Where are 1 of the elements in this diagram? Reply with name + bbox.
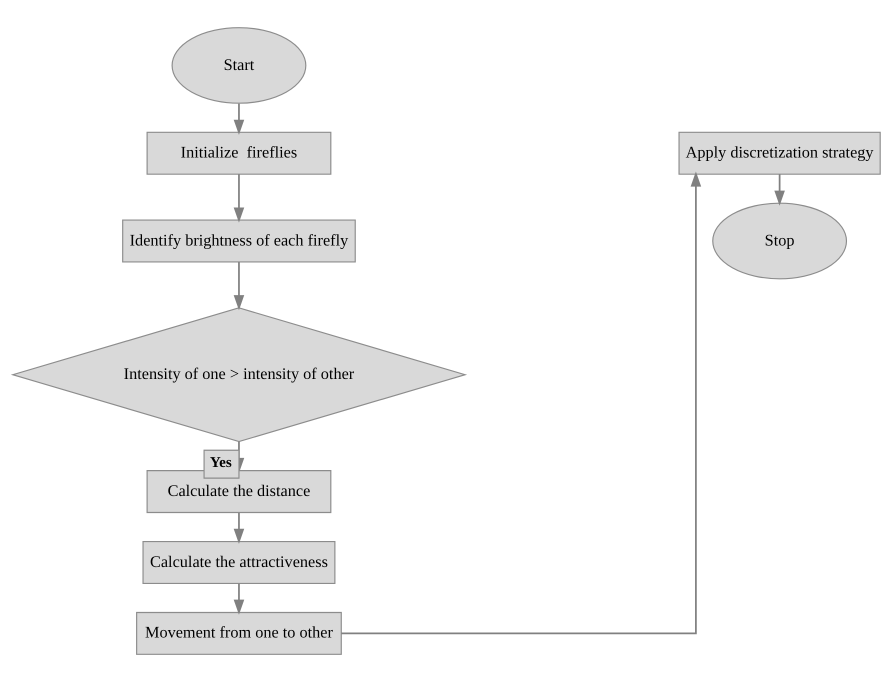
edge-label: Yes <box>210 454 232 470</box>
